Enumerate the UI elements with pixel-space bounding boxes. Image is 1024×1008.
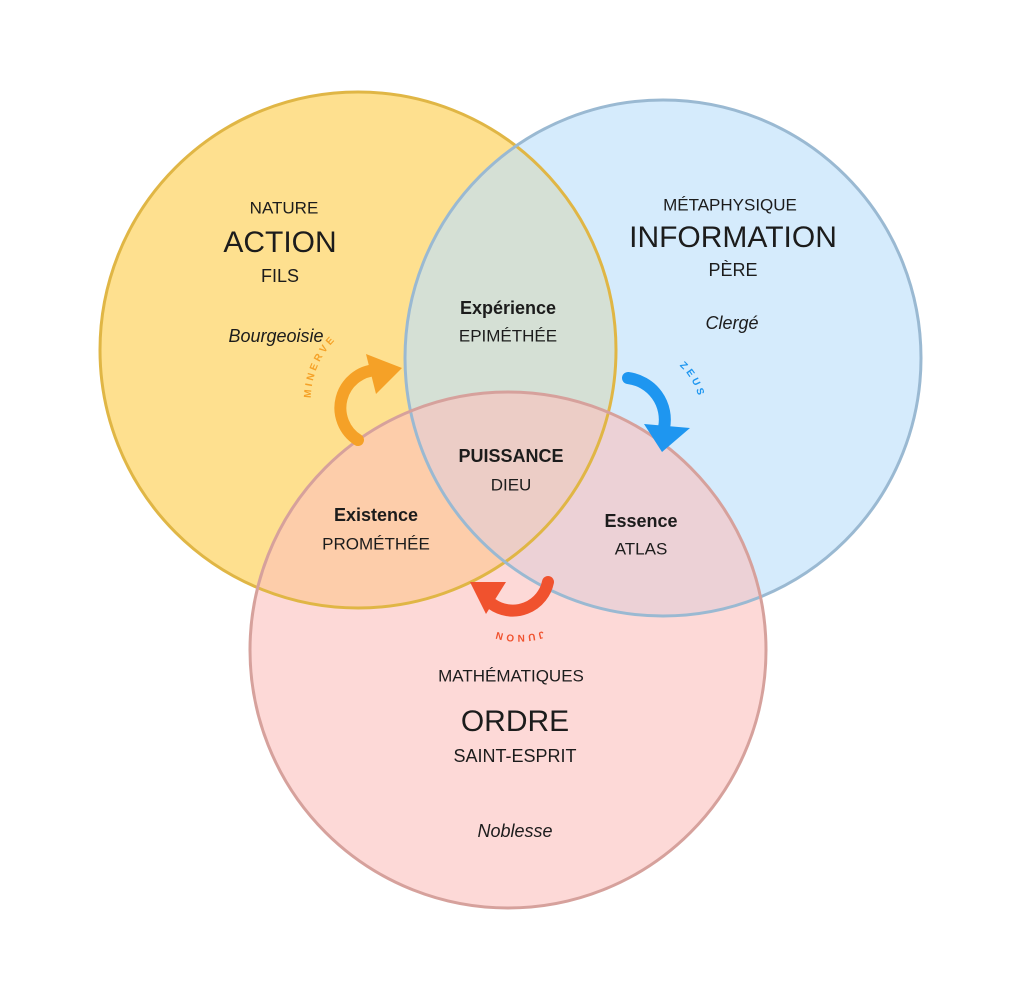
circle-ordre-outline: [248, 390, 768, 910]
information-class: Clergé: [705, 313, 758, 333]
intersection-action-information-title: Expérience: [460, 298, 556, 318]
action-sub: FILS: [261, 266, 299, 286]
information-title: INFORMATION: [629, 221, 837, 254]
junon-label: JUNON: [492, 628, 545, 643]
minerve-arrow-icon: [334, 354, 402, 446]
ordre-sub: SAINT-ESPRIT: [453, 746, 576, 766]
ordre-class: Noblesse: [477, 821, 552, 841]
center-sub: DIEU: [491, 475, 532, 494]
junon-arrow-icon: [470, 576, 554, 617]
intersection-action-information-sub: EPIMÉTHÉE: [459, 326, 557, 345]
ordre-title: ORDRE: [461, 705, 569, 738]
action-category: NATURE: [250, 198, 319, 217]
junon-label-text: JUNON: [492, 628, 542, 643]
circle-action-outline: [98, 90, 618, 610]
information-sub: PÈRE: [708, 260, 757, 280]
action-title: ACTION: [223, 226, 336, 259]
action-class: Bourgeoisie: [228, 326, 323, 346]
information-category: MÉTAPHYSIQUE: [663, 195, 797, 214]
intersection-action-ordre-title: Existence: [334, 505, 418, 525]
intersection-information-ordre-sub: ATLAS: [615, 539, 668, 558]
intersection-information-ordre-title: Essence: [604, 511, 677, 531]
zeus-arrow-icon: [622, 372, 690, 452]
ordre-category: MATHÉMATIQUES: [438, 666, 584, 685]
circle-ordre: [250, 392, 766, 908]
center-title: PUISSANCE: [458, 446, 563, 466]
intersection-action-ordre-sub: PROMÉTHÉE: [322, 534, 430, 553]
circle-information-outline: [403, 98, 923, 618]
